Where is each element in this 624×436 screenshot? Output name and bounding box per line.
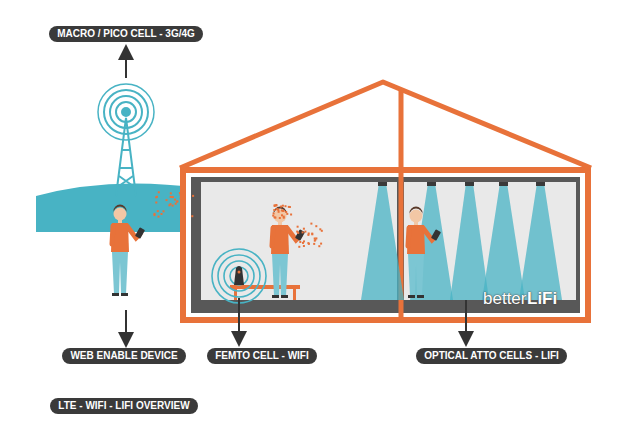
lamps	[378, 182, 545, 186]
device-tag: WEB ENABLE DEVICE	[62, 348, 186, 364]
cell-tag: MACRO / PICO CELL - 3G/4G	[49, 26, 203, 42]
logo-text: LiFi	[527, 289, 557, 309]
cell-tower	[98, 84, 154, 196]
logo-text: better	[483, 289, 526, 309]
wifi-router	[212, 249, 266, 303]
person-outside	[111, 205, 145, 297]
tag-text: FEMTO CELL - WIFI	[215, 350, 309, 361]
wifi-tag: FEMTO CELL - WIFI	[207, 348, 317, 364]
person-wifi	[271, 207, 305, 299]
tag-text: LTE - WIFI - LIFI OVERVIEW	[58, 400, 189, 411]
tag-text: MACRO / PICO CELL - 3G/4G	[57, 28, 195, 39]
bench	[230, 285, 300, 300]
house	[180, 82, 591, 320]
light-cones	[361, 183, 562, 300]
tag-text: WEB ENABLE DEVICE	[70, 350, 177, 361]
tag-text: OPTICAL ATTO CELLS - LIFI	[424, 350, 559, 361]
overview-tag: LTE - WIFI - LIFI OVERVIEW	[50, 398, 198, 414]
lifi-tag: OPTICAL ATTO CELLS - LIFI	[416, 348, 567, 364]
signal-dots	[154, 191, 323, 248]
pointer-arrows	[126, 52, 466, 340]
person-lifi	[407, 207, 441, 299]
